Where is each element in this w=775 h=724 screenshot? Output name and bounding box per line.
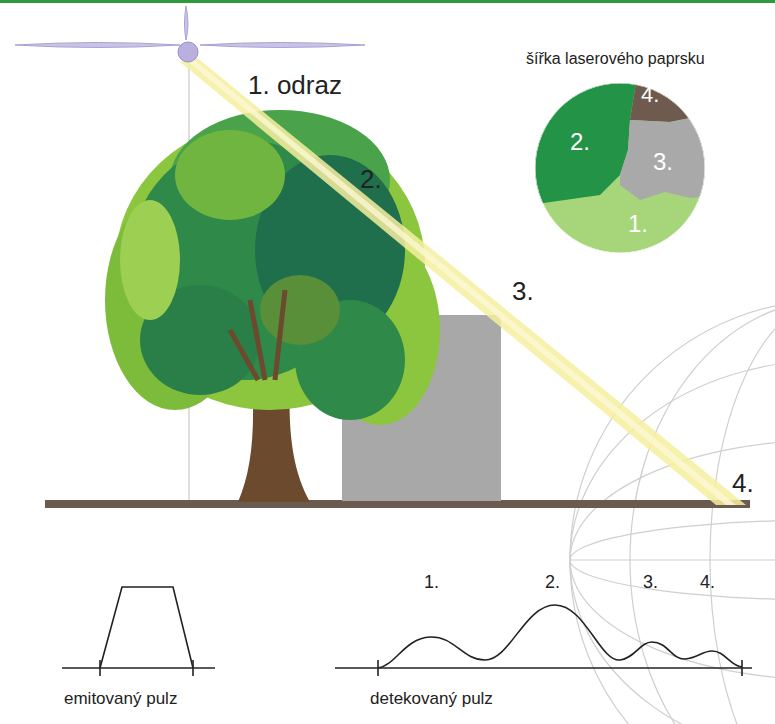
axis-caption: emitovaný pulz: [64, 690, 177, 707]
tree-canopy: [105, 110, 440, 425]
lidar-sensor: [15, 6, 365, 62]
laser-beam-core: [186, 58, 736, 505]
peak-number: 3.: [643, 573, 658, 591]
callout-number: 2.: [570, 130, 590, 154]
callout-number: 3.: [512, 278, 534, 304]
globe-grid: [570, 300, 775, 724]
callout-number: 1.: [628, 212, 648, 236]
top-bar: [0, 0, 775, 3]
return-label: 1. odraz: [248, 72, 342, 98]
emitted-pulse: [62, 587, 215, 676]
detected-pulse: [335, 605, 752, 676]
inset-title: šířka laserového paprsku: [526, 51, 705, 67]
callout-number: 4.: [641, 84, 659, 106]
peak-number: 1.: [424, 573, 439, 591]
ground: [45, 500, 750, 508]
peak-number: 2.: [545, 573, 560, 591]
callout-number: 3.: [653, 150, 673, 174]
peak-number: 4.: [700, 573, 715, 591]
callout-number: 4.: [732, 470, 754, 496]
callout-number: 2.: [360, 166, 382, 192]
beam-footprint: [530, 70, 720, 258]
laser-beam: [180, 57, 746, 505]
axis-caption: detekovaný pulz: [370, 690, 493, 707]
